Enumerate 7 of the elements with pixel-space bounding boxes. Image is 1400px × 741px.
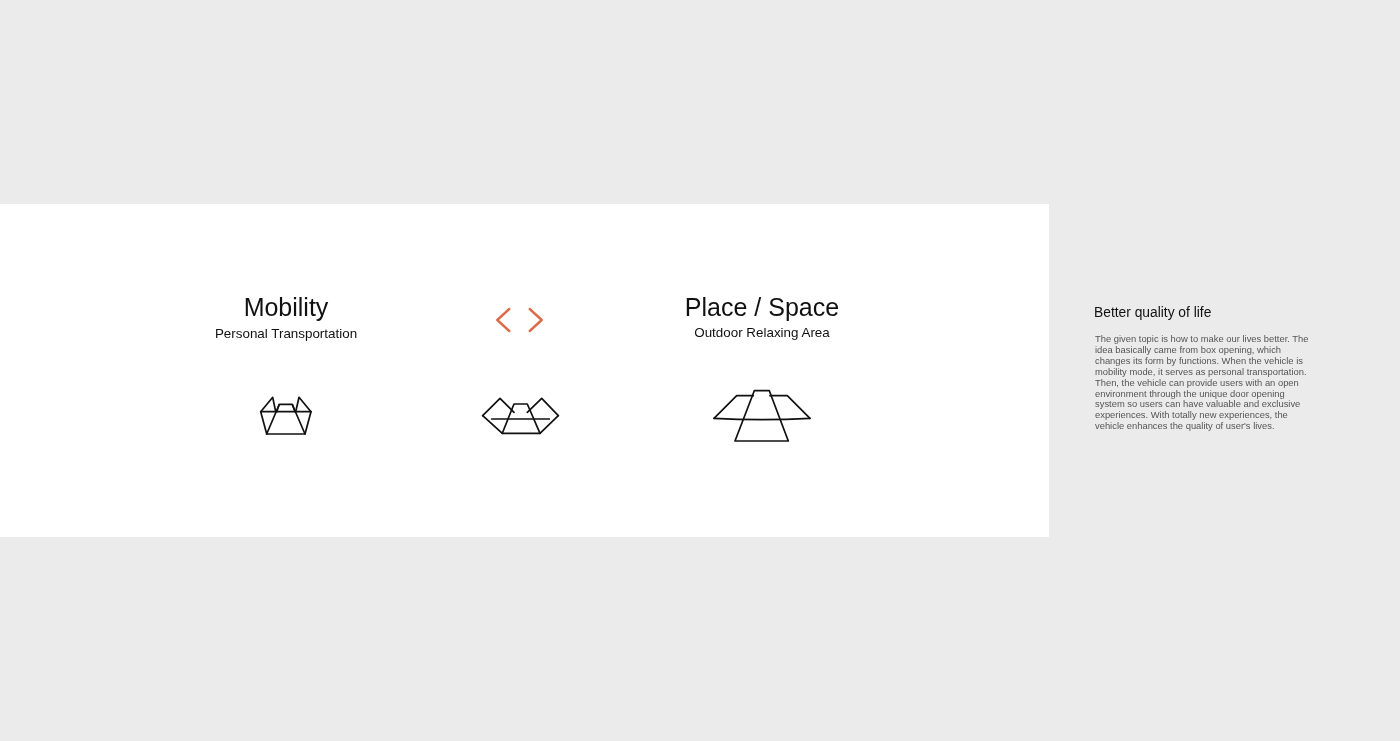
description-paragraph: The given topic is how to make our lives better. The idea basically came from box opening, which changes its form by functions. When the vehicle is mobility mode, it serves as personal transportation. Then, the vehicle can provide users with an open environment through the unique door opening system so users can have valuable and exclusive experiences. With totally new experiences, the vehicle enhances the quality of user's lives. — [1095, 334, 1310, 433]
content-panel — [0, 204, 1049, 537]
mode-subtitle: Outdoor Relaxing Area — [694, 325, 830, 341]
mode-title: Mobility — [243, 292, 329, 322]
mode-title: Place / Space — [684, 292, 840, 322]
side-heading: Better quality of life — [1094, 305, 1212, 321]
mode-subtitle: Personal Transportation — [214, 326, 358, 342]
